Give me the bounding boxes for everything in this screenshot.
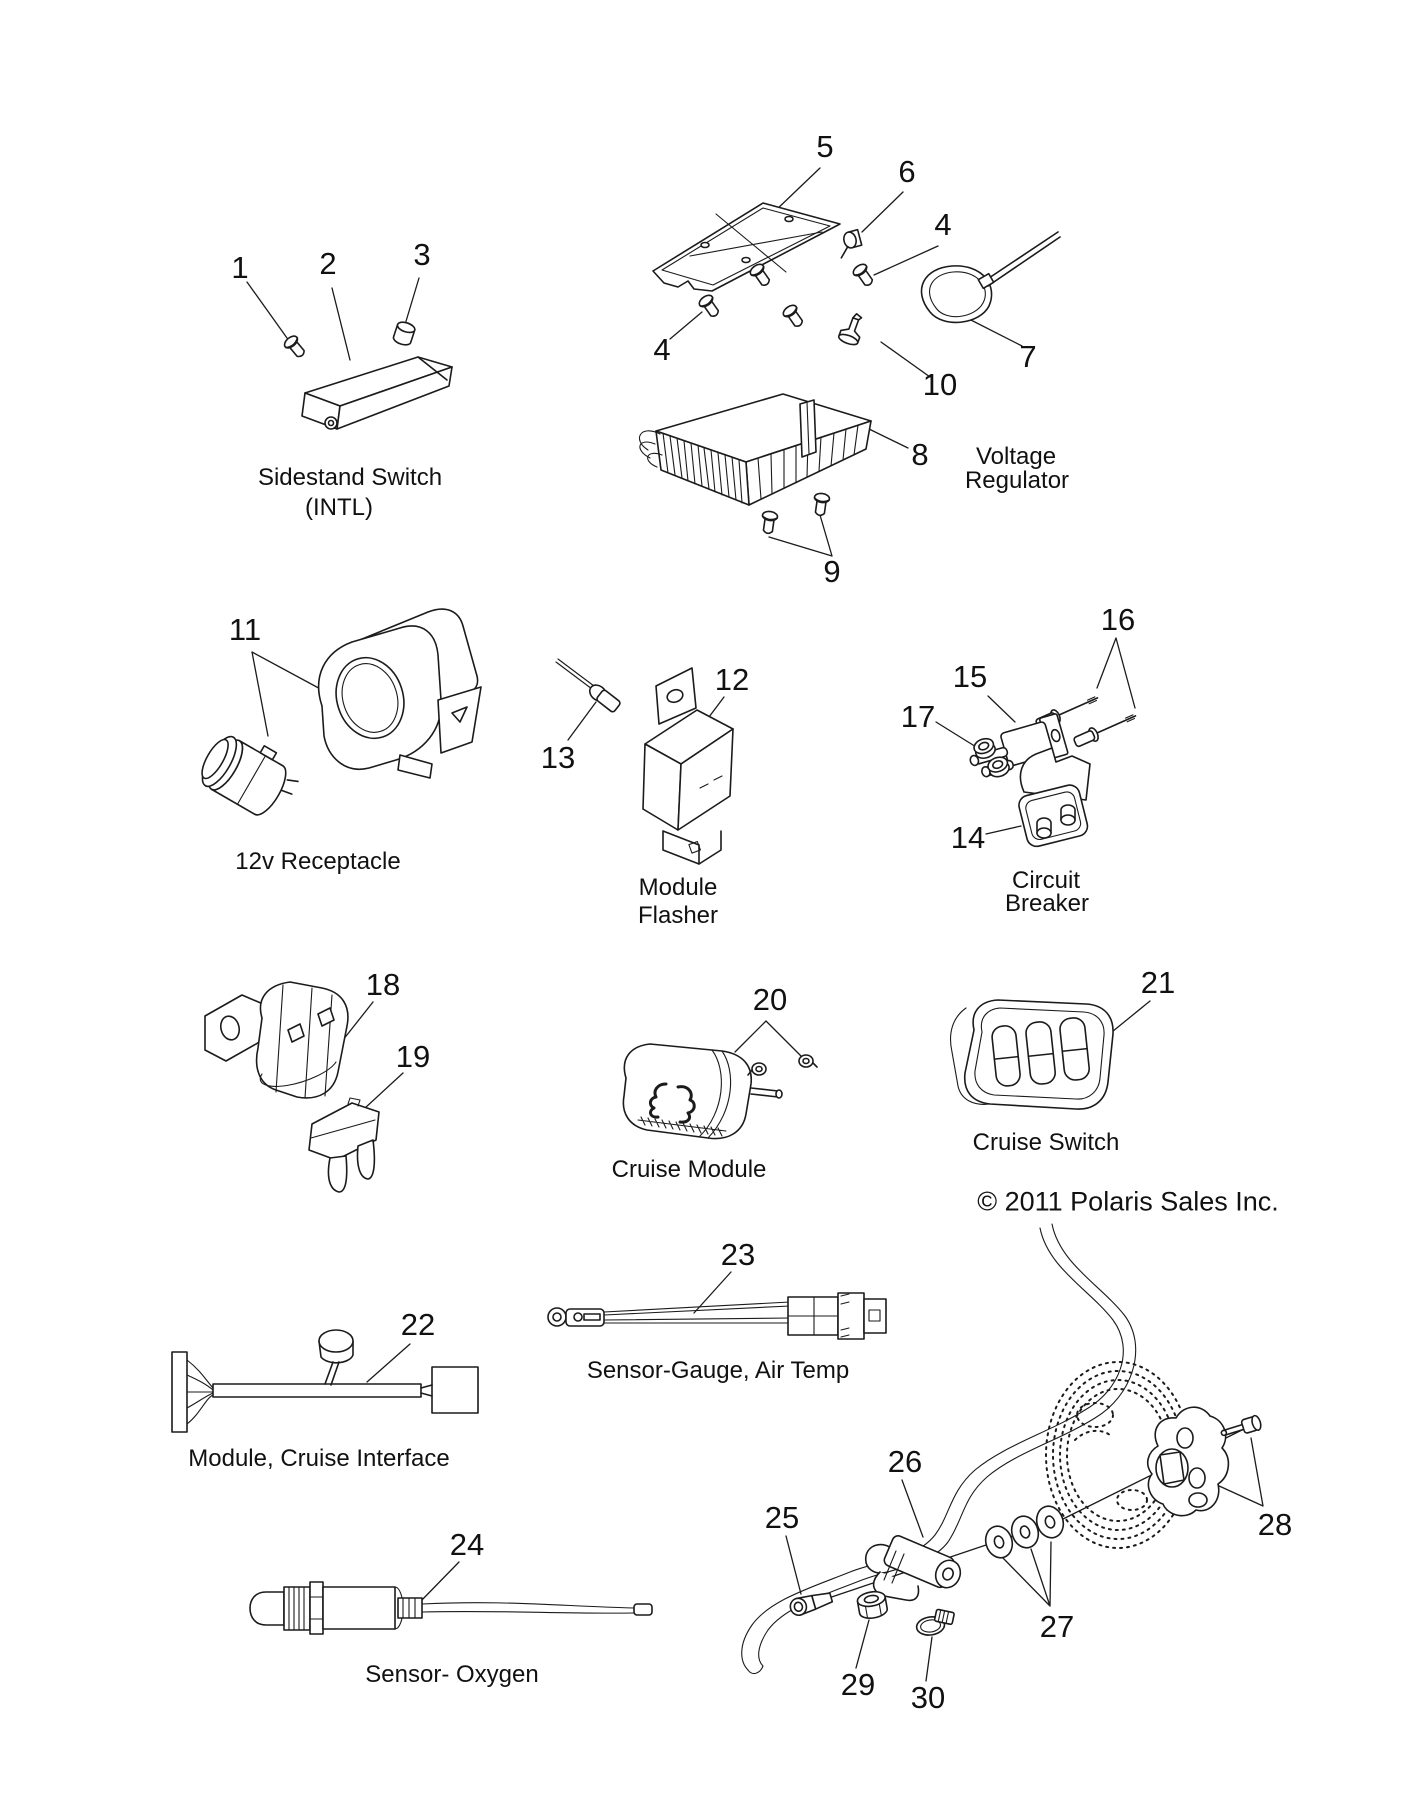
- caption-voltage: Voltage: [975, 443, 1057, 470]
- part-number-25: 25: [764, 1500, 800, 1535]
- part-number-8: 8: [911, 437, 929, 472]
- clip-part-6: [840, 228, 863, 259]
- part-number-18: 18: [365, 967, 401, 1002]
- part-number-3: 3: [413, 237, 431, 272]
- oxygen-sensor-illustration: [249, 1581, 653, 1635]
- circuit-breaker-illustration: [969, 696, 1137, 848]
- cruise-module-illustration: [622, 1043, 818, 1140]
- caption-oxygen-sensor: Sensor- Oxygen: [365, 1661, 539, 1688]
- part-number-2: 2: [319, 246, 337, 281]
- cruise-module-screws-part-20: [747, 1054, 818, 1076]
- part-number-16: 16: [1100, 602, 1136, 637]
- regulator-heatsink-part-8: [638, 393, 872, 506]
- part-number-15: 15: [952, 659, 988, 694]
- cruise-interface-illustration: [171, 1329, 479, 1433]
- receptacle-illustration: [201, 608, 482, 816]
- caption-cruise-interface: Module, Cruise Interface: [188, 1445, 450, 1472]
- fuse-holder-illustration: [204, 981, 349, 1099]
- caption-cruise-module: Cruise Module: [611, 1156, 767, 1183]
- part-number-28: 28: [1257, 1507, 1293, 1542]
- part-number-29: 29: [840, 1667, 876, 1702]
- sidestand-switch-illustration: [281, 321, 453, 430]
- caption-sidestand-intl: (INTL): [305, 494, 373, 521]
- nut-part-29: [856, 1590, 888, 1619]
- part-number-4: 4: [653, 332, 671, 367]
- part-number-10: 10: [922, 367, 958, 402]
- voltage-regulator-illustration: [638, 202, 1061, 536]
- caption-cruise-switch: Cruise Switch: [972, 1129, 1120, 1156]
- caption-sidestand-switch: Sidestand Switch: [257, 464, 443, 491]
- part-number-17: 17: [900, 699, 936, 734]
- throttle-assembly-illustration: [741, 1223, 1262, 1675]
- part-number-27: 27: [1039, 1609, 1075, 1644]
- part-number-23: 23: [720, 1237, 756, 1272]
- part-number-5: 5: [816, 129, 834, 164]
- cruise-switch-illustration: [949, 999, 1114, 1110]
- caption-breaker: Breaker: [1004, 890, 1090, 917]
- leader-lines: [246, 167, 1264, 1682]
- part-number-12: 12: [714, 662, 750, 697]
- part-number-6: 6: [898, 154, 916, 189]
- caption-12v-receptacle: 12v Receptacle: [235, 848, 401, 875]
- caption-regulator: Regulator: [964, 467, 1070, 494]
- bolt-part-28: [1220, 1414, 1262, 1437]
- cable-tie-part-7: [920, 231, 1061, 324]
- clip-part-10: [837, 313, 863, 346]
- part-number-24: 24: [449, 1527, 485, 1562]
- bolt-part-25: [789, 1592, 834, 1617]
- air-temp-sensor-illustration: [547, 1292, 887, 1340]
- part-number-26: 26: [887, 1444, 923, 1479]
- part-number-21: 21: [1140, 965, 1176, 1000]
- part-number-19: 19: [395, 1039, 431, 1074]
- copyright-notice: © 2011 Polaris Sales Inc.: [977, 1186, 1279, 1217]
- caption-air-temp-sensor: Sensor-Gauge, Air Temp: [586, 1357, 850, 1384]
- module-flasher-illustration: [555, 658, 734, 865]
- tps-sensor: [1146, 1406, 1230, 1517]
- part-number-30: 30: [910, 1680, 946, 1715]
- mini-fuse-illustration: [308, 1097, 380, 1193]
- solenoid-part-26: [864, 1535, 962, 1602]
- caption-circuit: Circuit: [1011, 867, 1081, 894]
- part-number-11: 11: [228, 612, 262, 647]
- part-number-20: 20: [752, 982, 788, 1017]
- caption-flasher: Flasher: [637, 902, 719, 929]
- part-number-7: 7: [1019, 339, 1037, 374]
- part-number-13: 13: [540, 740, 576, 775]
- part-number-1: 1: [231, 250, 249, 285]
- clamp-part-30: [915, 1608, 955, 1636]
- part-number-22: 22: [400, 1307, 436, 1342]
- part-number-14: 14: [950, 820, 986, 855]
- part-number-4: 4: [934, 207, 952, 242]
- part-number-9: 9: [823, 554, 841, 589]
- caption-module: Module: [638, 874, 718, 901]
